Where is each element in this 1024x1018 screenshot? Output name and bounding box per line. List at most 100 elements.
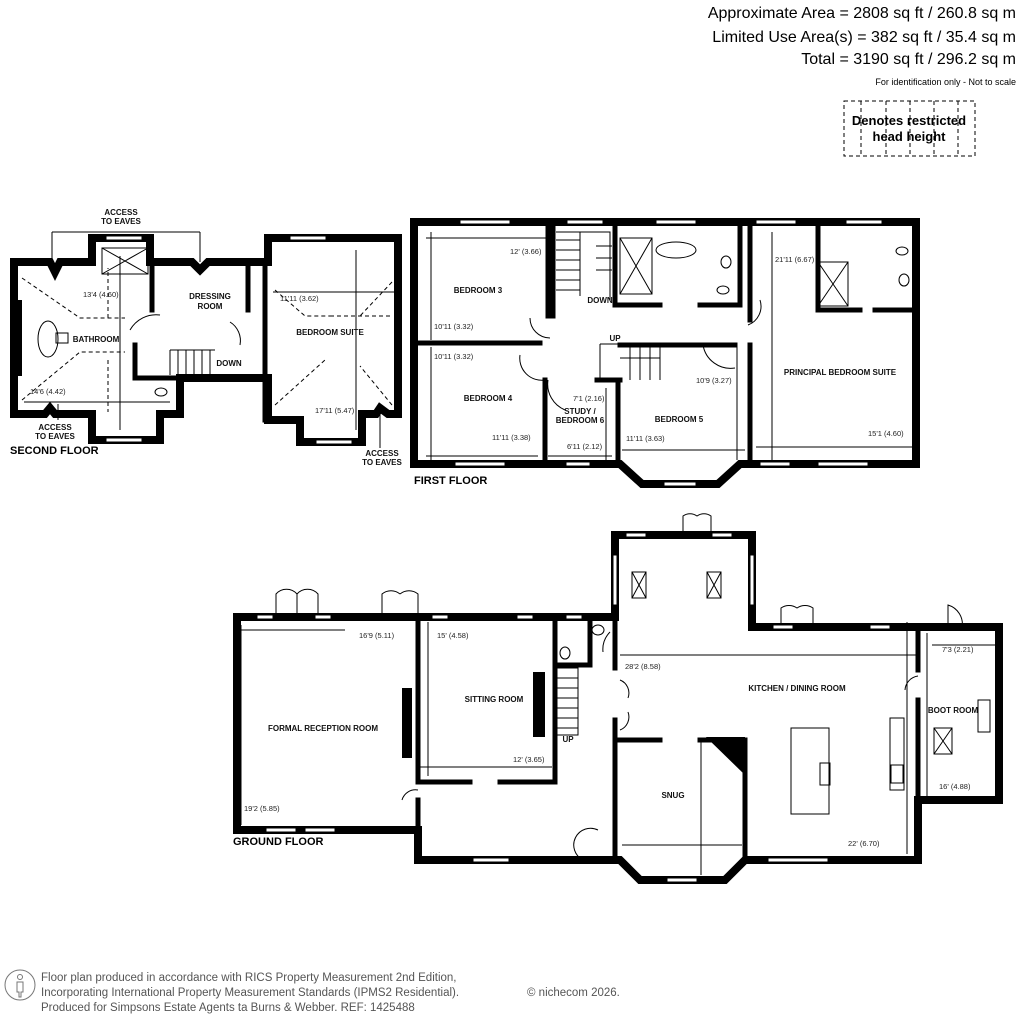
stairs-down-label: DOWN xyxy=(216,359,242,368)
access-to-eaves-label: ACCESS xyxy=(38,423,72,432)
bedroom-5-length: 10'9 (3.27) xyxy=(696,376,732,385)
bedroom-5-width: 11'11 (3.63) xyxy=(626,434,665,443)
area-summary: Approximate Area = 2808 sq ft / 260.8 sq… xyxy=(708,5,1016,87)
stairs-up-icon xyxy=(599,343,661,380)
copyright: © nichecom 2026. xyxy=(527,987,620,999)
window xyxy=(759,461,791,467)
bedroom-4-length: 10'11 (3.32) xyxy=(434,352,474,361)
formal-reception-length: 19'2 (5.85) xyxy=(244,804,280,813)
disclaimer: For identification only - Not to scale xyxy=(875,77,1016,87)
access-to-eaves-label: ACCESS xyxy=(104,208,138,217)
basin-icon xyxy=(720,255,732,269)
window xyxy=(869,624,891,630)
bedroom-3-width: 12' (3.66) xyxy=(510,247,542,256)
basin-icon xyxy=(591,624,605,636)
skylight-cross xyxy=(933,727,953,755)
room-bedroom-3: BEDROOM 3 xyxy=(454,286,503,295)
kitchen-island xyxy=(790,727,830,815)
kitchen-worktop xyxy=(889,717,905,791)
hob-icon xyxy=(890,764,904,784)
study-width: 6'11 (2.12) xyxy=(567,442,603,451)
toilet-icon xyxy=(895,246,909,256)
window xyxy=(454,461,506,467)
approximate-area: Approximate Area = 2808 sq ft / 260.8 sq… xyxy=(708,5,1016,22)
bath-tap-icon xyxy=(55,332,69,344)
window xyxy=(431,614,449,620)
chimney-breast xyxy=(402,688,412,758)
bay-window xyxy=(663,481,697,487)
dimension-lines xyxy=(236,622,997,875)
principal-suite-length: 21'11 (6.67) xyxy=(775,255,815,264)
window xyxy=(817,461,869,467)
skylight-icon xyxy=(933,727,953,755)
shower-icon xyxy=(101,247,149,275)
window xyxy=(565,614,583,620)
window xyxy=(315,439,353,445)
window xyxy=(314,614,332,620)
room-study: STUDY / xyxy=(564,407,596,416)
first-floor-outer-walls xyxy=(410,218,920,488)
dimension-lines xyxy=(426,232,912,460)
limited-use-area: Limited Use Area(s) = 382 sq ft / 35.4 s… xyxy=(712,29,1016,46)
stairs-up-label: UP xyxy=(562,735,574,744)
skylight-cross xyxy=(631,571,647,599)
room-bedroom-suite: BEDROOM SUITE xyxy=(296,328,364,337)
second-floor-internal-walls xyxy=(132,259,268,423)
footer: Floor plan produced in accordance with R… xyxy=(4,969,620,1014)
room-sitting-room: SITTING ROOM xyxy=(465,695,524,704)
window xyxy=(767,857,829,863)
shower-drain-icon xyxy=(817,261,849,307)
window xyxy=(772,624,794,630)
door-swing[interactable] xyxy=(519,299,762,411)
stairs-up-icon xyxy=(557,667,579,736)
toilet-icon xyxy=(716,285,730,295)
window xyxy=(755,219,797,225)
window xyxy=(105,437,143,443)
window xyxy=(516,614,534,620)
restricted-height-legend: Denotes restricted head height xyxy=(843,100,976,157)
room-bathroom: BATHROOM xyxy=(73,335,120,344)
footer-line1: Floor plan produced in accordance with R… xyxy=(41,972,457,984)
kitchen-length: 22' (6.70) xyxy=(848,839,880,848)
sitting-room-length: 15' (4.58) xyxy=(437,631,469,640)
room-kitchen-dining: KITCHEN / DINING ROOM xyxy=(748,684,846,693)
window xyxy=(565,461,591,467)
boot-room-width: 7'3 (2.21) xyxy=(942,645,974,654)
restricted-height-lines xyxy=(21,268,393,412)
room-bedroom-5: BEDROOM 5 xyxy=(655,415,704,424)
window xyxy=(105,235,143,241)
bathroom-width: 14'6 (4.42) xyxy=(30,387,66,396)
total-area: Total = 3190 sq ft / 296.2 sq m xyxy=(801,51,1016,68)
stairs-down-label: DOWN xyxy=(587,296,613,305)
window xyxy=(472,857,510,863)
window xyxy=(256,614,274,620)
sink-icon xyxy=(977,699,991,733)
bedroom-suite-length: 17'11 (5.47) xyxy=(315,406,355,415)
bath-icon xyxy=(37,320,59,358)
door-swing[interactable] xyxy=(275,513,963,861)
room-principal-bedroom-suite: PRINCIPAL BEDROOM SUITE xyxy=(784,368,897,377)
bay-window xyxy=(666,877,698,883)
shower-drain-icon xyxy=(101,247,149,275)
room-dressing-room: DRESSING xyxy=(189,292,231,301)
window xyxy=(289,235,327,241)
access-to-eaves-label: TO EAVES xyxy=(35,432,75,441)
access-to-eaves-label: ACCESS xyxy=(365,449,399,458)
shower-icon xyxy=(817,261,849,307)
chimney-breast xyxy=(533,672,545,737)
door-swing[interactable] xyxy=(129,314,241,346)
window xyxy=(625,532,647,538)
access-to-eaves-label: TO EAVES xyxy=(101,217,141,226)
window xyxy=(566,219,604,225)
study-length: 7'1 (2.16) xyxy=(573,394,605,403)
window xyxy=(304,827,336,833)
skylight-icon xyxy=(631,571,647,599)
person-icon xyxy=(4,969,36,1001)
window xyxy=(749,554,755,606)
bath-icon xyxy=(655,241,697,259)
kitchen-width: 28'2 (8.58) xyxy=(625,662,661,671)
basin-icon xyxy=(898,273,910,287)
legend-line2: head height xyxy=(873,129,947,144)
floor-label: SECOND FLOOR xyxy=(10,445,99,457)
bedroom-3-length: 10'11 (3.32) xyxy=(434,322,474,331)
